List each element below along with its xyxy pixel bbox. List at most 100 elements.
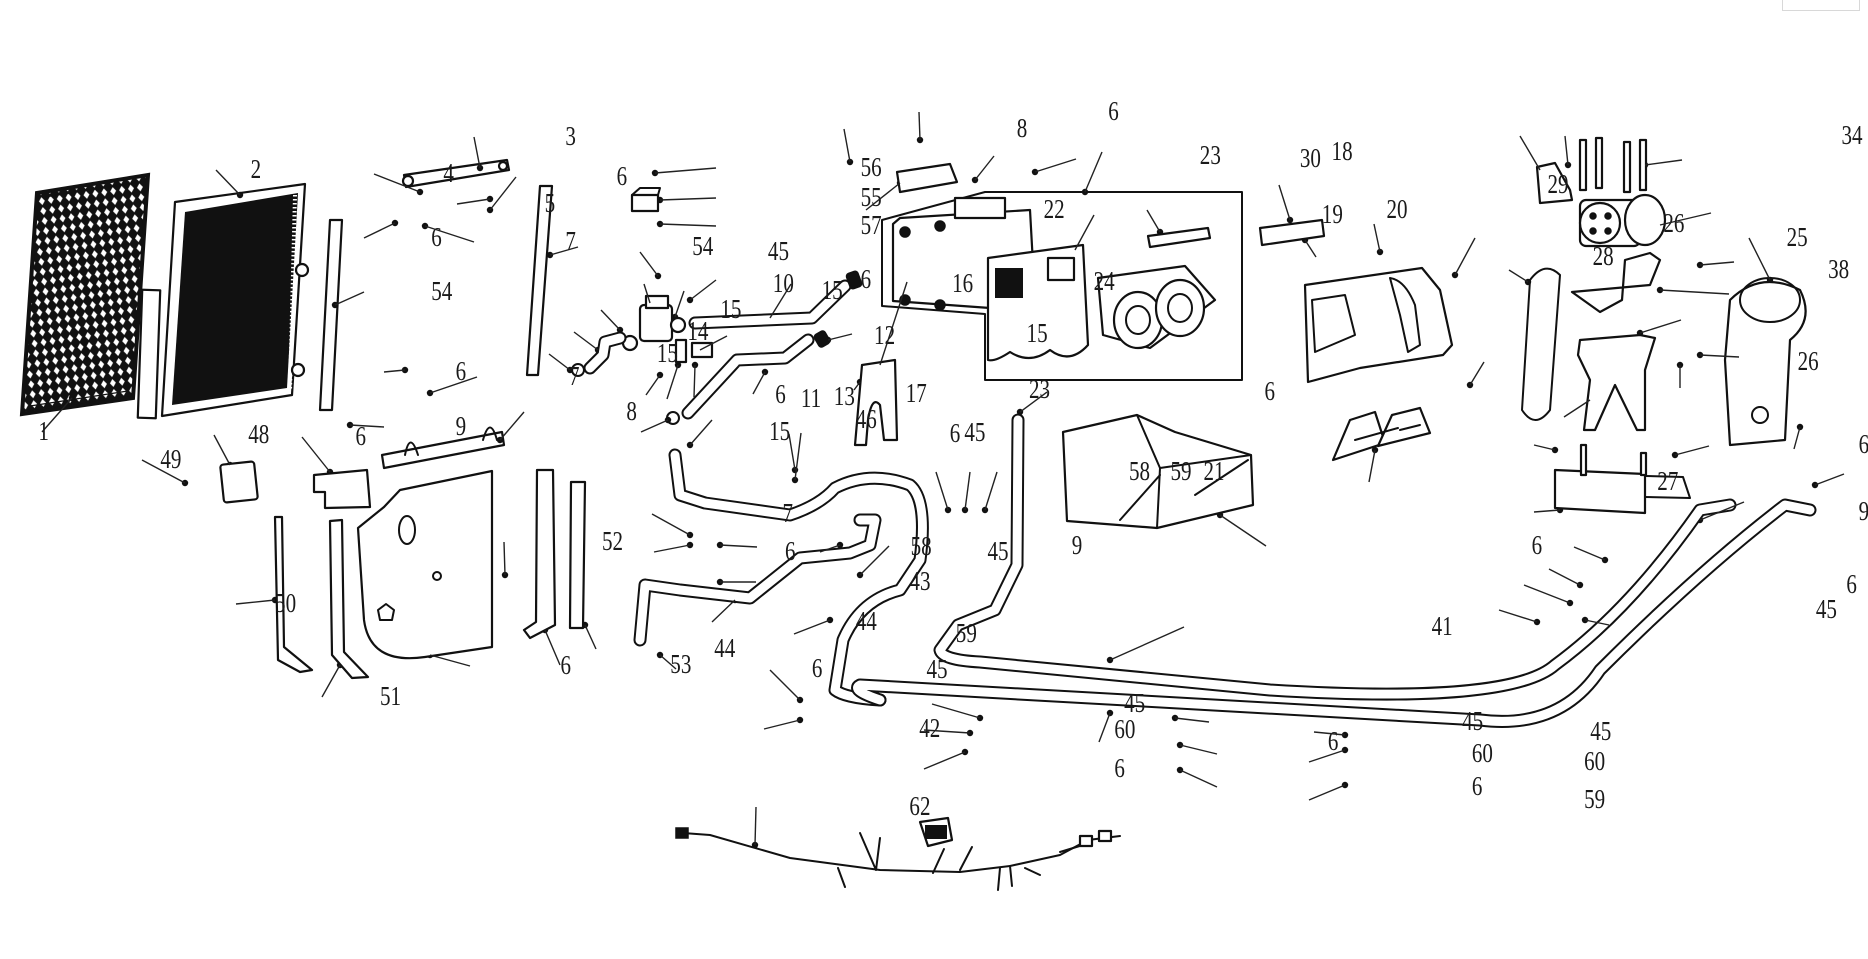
callout-number: 34 [1842, 121, 1863, 151]
leader-line [1523, 584, 1571, 604]
callout-number: 12 [874, 321, 895, 351]
callout-number: 18 [1332, 137, 1353, 167]
leader-line [549, 246, 579, 256]
callout-36: 36 [1659, 289, 1730, 295]
callout-6: 6 [1019, 377, 1275, 413]
callout-47: 47 [1814, 473, 1845, 486]
callout-number: 54 [431, 277, 452, 307]
part-bracket-22 [895, 162, 959, 194]
leader-line [383, 369, 406, 373]
part-hose-43 [633, 513, 882, 647]
callout-6: 6 [383, 357, 466, 387]
callout-number: 2 [251, 155, 262, 185]
callout-43: 43 [720, 567, 930, 597]
callout-number: 17 [906, 379, 927, 409]
leader-line [1564, 135, 1569, 166]
callout-22: 22 [865, 182, 1065, 225]
leader-line [653, 544, 691, 553]
callout-number: 54 [692, 232, 713, 262]
callout-6: 6 [429, 651, 572, 681]
callout-number: 26 [1663, 209, 1684, 239]
leader-line [1498, 609, 1538, 623]
cropped-toolbar-box [1782, 0, 1860, 11]
leader-line [215, 169, 241, 196]
part-bracket-28 [1258, 218, 1326, 247]
callout-7: 7 [424, 225, 576, 257]
part-seal-strip-left [318, 218, 344, 412]
callout-number: 29 [1548, 170, 1569, 200]
callout-number: 28 [1593, 242, 1614, 272]
leader-line [923, 751, 966, 770]
callout-29: 29 [1278, 170, 1569, 221]
callout-12: 12 [699, 321, 895, 351]
callout-41: 41 [1109, 612, 1453, 661]
callout-11: 11 [666, 364, 821, 414]
leader-line [1699, 354, 1740, 358]
callout-40: 40 [1748, 237, 1771, 281]
callout-6: 6 [1573, 546, 1606, 561]
leader-line [1368, 449, 1376, 483]
leader-line [600, 309, 621, 331]
leader-line [1563, 399, 1591, 418]
callout-number: 15 [720, 295, 741, 325]
leader-line [301, 436, 331, 473]
part-strip-53 [568, 480, 587, 630]
leader-line [689, 279, 717, 301]
callout-19: 19 [1074, 200, 1343, 251]
callout-number: 23 [1200, 141, 1221, 171]
part-belt-38 [1521, 267, 1561, 421]
leader-line [843, 128, 851, 163]
part-panel-51 [356, 469, 494, 660]
leader-line [643, 283, 651, 304]
callout-number: 50 [275, 589, 296, 619]
callout-6: 6 [1679, 365, 1681, 388]
callout-6: 6 [363, 222, 442, 253]
part-hose-14 [583, 331, 627, 375]
part-bracket-24 [853, 358, 899, 447]
callout-number: 45 [1816, 595, 1837, 625]
leader-line [794, 432, 802, 481]
callout-59: 59 [1308, 784, 1605, 815]
callout-number: 45 [1462, 707, 1483, 737]
callout-number: 15 [769, 417, 790, 447]
callout-42: 42 [763, 714, 940, 744]
leader-line [1674, 445, 1710, 456]
callout-56: 56 [654, 153, 882, 183]
callout-21: 21 [984, 457, 1225, 511]
leader-line [584, 624, 597, 650]
callout-number: 45 [1124, 689, 1145, 719]
callout-6: 6 [689, 265, 872, 301]
leader-line [544, 629, 561, 666]
part-bracket-34-main [1576, 333, 1657, 432]
leader-line [1469, 361, 1485, 386]
callout-6: 6 [923, 751, 1125, 784]
callout-15: 15 [674, 276, 843, 318]
part-blower-19 [1096, 264, 1217, 350]
callout-number: 6 [561, 651, 572, 681]
callout-number: 6 [861, 265, 872, 295]
leader-line [334, 291, 365, 306]
callout-59: 59 [1548, 568, 1581, 586]
callout-number: 43 [909, 567, 930, 597]
leader-line [321, 664, 341, 698]
callout-number: 23 [1029, 375, 1050, 405]
leader-line [1659, 212, 1712, 226]
callout-number: 9 [1072, 531, 1083, 561]
leader-line [793, 619, 831, 635]
callout-number: 4 [443, 159, 454, 189]
leader-line [1508, 269, 1529, 283]
leader-line [879, 281, 908, 366]
callout-45: 45 [1313, 717, 1611, 747]
callout-51: 51 [321, 664, 401, 712]
leader-line [719, 544, 758, 548]
leader-line [1084, 151, 1103, 193]
callout-25: 25 [1454, 223, 1808, 276]
callout-number: 42 [919, 714, 940, 744]
callout-number: 51 [380, 682, 401, 712]
callout-18: 18 [1084, 137, 1353, 193]
callout-number: 25 [1787, 223, 1808, 253]
callout-60: 60 [923, 715, 1135, 745]
leader-line [639, 251, 659, 277]
leader-line [213, 434, 231, 466]
callout-6: 6 [301, 422, 366, 473]
